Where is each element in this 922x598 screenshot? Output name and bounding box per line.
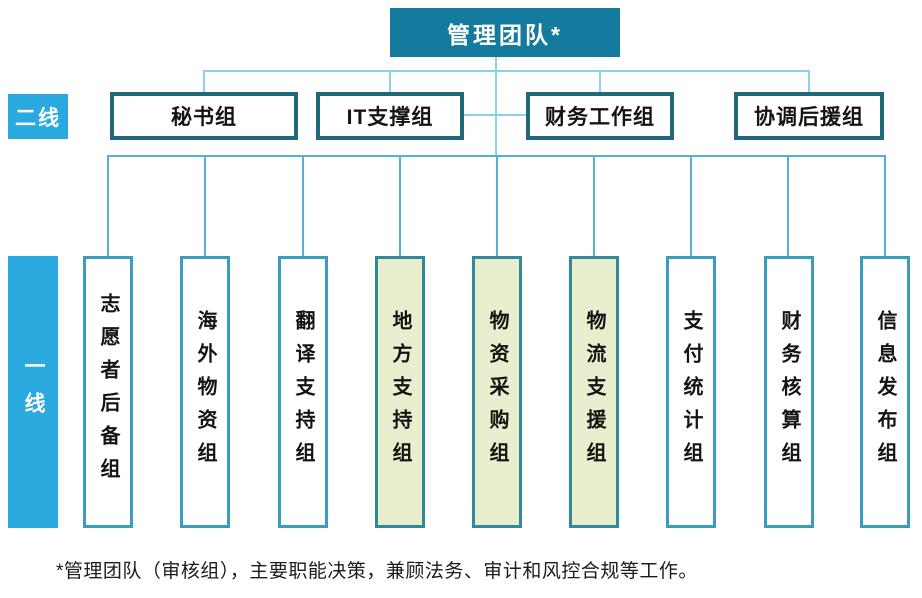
connector-line xyxy=(464,114,526,116)
node-logistics-support: 物流支援组 xyxy=(569,256,619,528)
tier-label-second-line: 二线 xyxy=(8,94,68,139)
node-financial-accounting: 财务核算组 xyxy=(764,256,814,528)
connector-line xyxy=(496,155,498,256)
connector-line xyxy=(690,155,692,256)
connector-line xyxy=(884,155,886,256)
node-finance-work: 财务工作组 xyxy=(526,92,674,140)
node-local-support: 地方支持组 xyxy=(375,256,425,528)
node-payment-statistics: 支付统计组 xyxy=(666,256,716,528)
node-label: 志愿者后备组 xyxy=(97,293,119,491)
connector-line xyxy=(495,57,497,156)
node-it-support: IT支撑组 xyxy=(316,92,464,140)
connector-line xyxy=(203,70,810,72)
node-label: 财务核算组 xyxy=(778,309,800,475)
connector-line xyxy=(599,70,601,92)
tier-label-first-line: 一线 xyxy=(8,256,58,528)
node-info-release: 信息发布组 xyxy=(860,256,910,528)
connector-line xyxy=(302,155,304,256)
node-overseas-supplies: 海外物资组 xyxy=(180,256,230,528)
node-supplies-procurement: 物资采购组 xyxy=(472,256,522,528)
node-translation-support: 翻译支持组 xyxy=(278,256,328,528)
footnote-text: *管理团队（审核组），主要职能决策，兼顾法务、审计和风控合规等工作。 xyxy=(56,561,698,582)
node-label: 翻译支持组 xyxy=(292,309,314,475)
connector-line xyxy=(389,70,391,92)
connector-line xyxy=(808,70,810,92)
connector-line xyxy=(593,155,595,256)
connector-line xyxy=(399,155,401,256)
connector-line xyxy=(204,155,206,256)
connector-line xyxy=(107,155,109,256)
connector-line xyxy=(203,70,205,92)
connector-line xyxy=(787,155,789,256)
node-label: 海外物资组 xyxy=(194,309,216,475)
node-label: 物资采购组 xyxy=(486,309,508,475)
node-volunteer-reserve: 志愿者后备组 xyxy=(83,256,133,528)
node-secretary: 秘书组 xyxy=(110,92,298,140)
node-label: 支付统计组 xyxy=(680,309,702,475)
node-label: 地方支持组 xyxy=(389,309,411,475)
node-management-team: 管理团队* xyxy=(390,8,620,57)
node-label: 信息发布组 xyxy=(874,309,896,475)
node-coordination-backup: 协调后援组 xyxy=(734,92,884,140)
node-label: 物流支援组 xyxy=(583,309,605,475)
